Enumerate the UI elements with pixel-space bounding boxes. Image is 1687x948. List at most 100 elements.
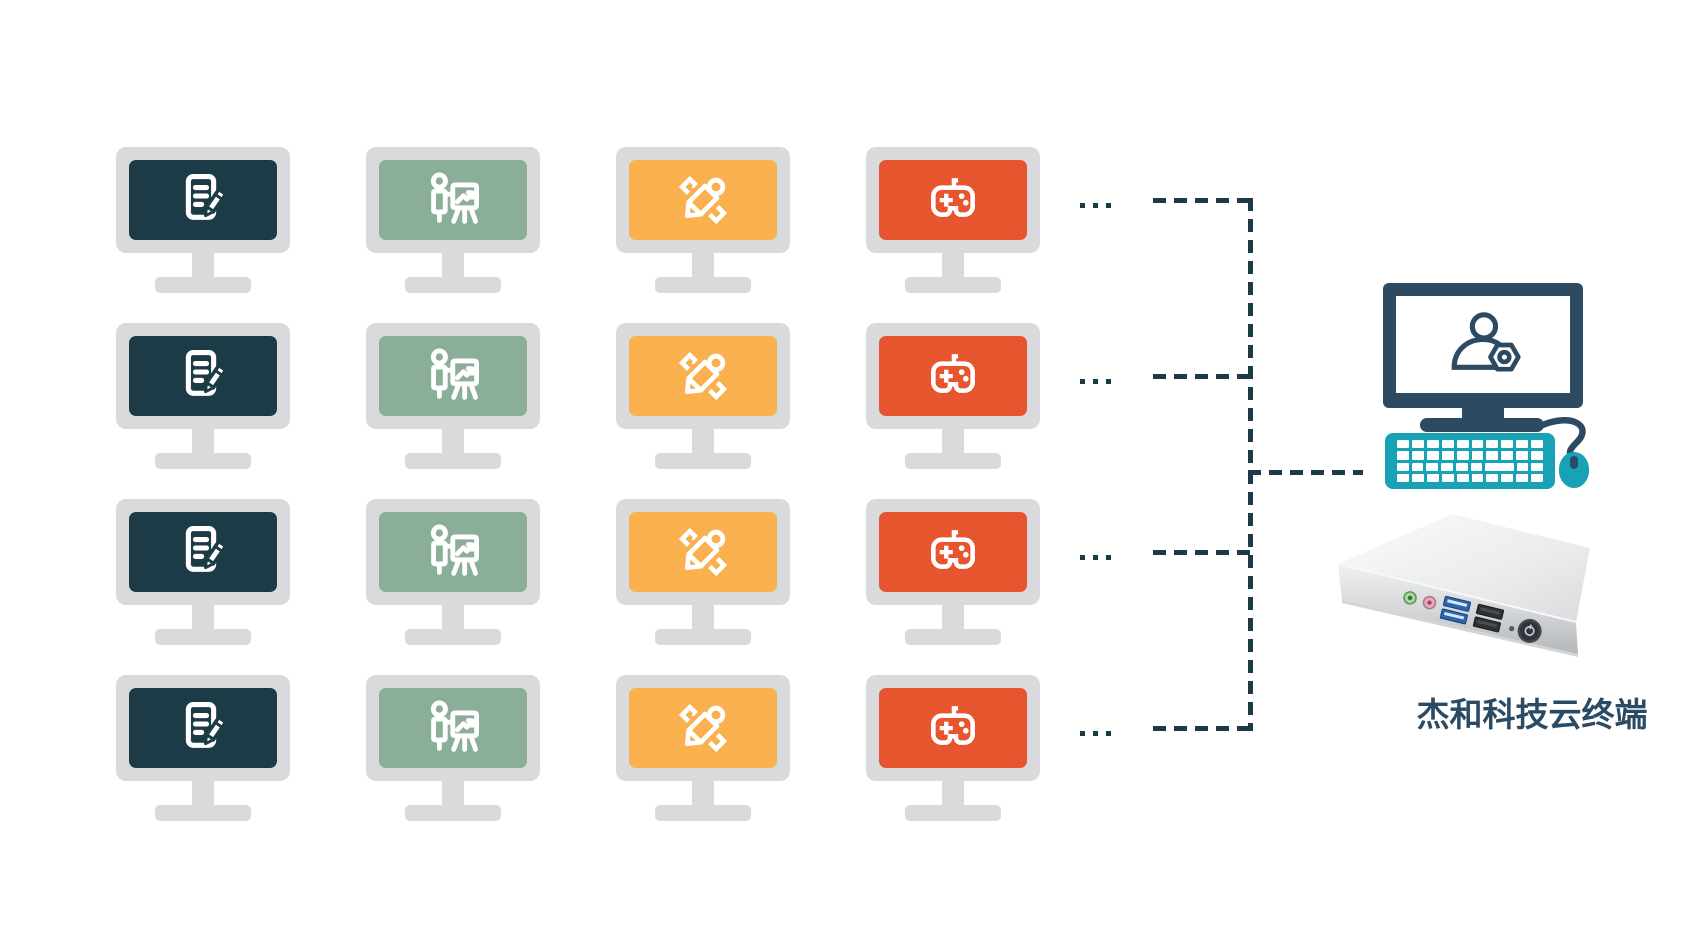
monitor-frame [116, 323, 290, 429]
ellipsis-dots-row4 [1080, 731, 1111, 736]
monitor-stand-base [905, 277, 1001, 293]
dashed-line-row3 [1153, 550, 1253, 555]
device-label: 杰和科技云终端 [1416, 696, 1648, 733]
monitor-frame [866, 499, 1040, 605]
mouse-scroll-wheel [1570, 456, 1578, 469]
keyboard-keys [1397, 440, 1544, 482]
key [1486, 440, 1499, 449]
dot [1093, 555, 1098, 560]
document-pencil-icon [172, 521, 234, 583]
device-top-face [1338, 514, 1590, 622]
monitor-stand-neck [942, 605, 964, 631]
ruler-pencil-icon [670, 167, 736, 233]
dot [1106, 203, 1111, 208]
presenter-chart-icon [419, 694, 487, 762]
reset-pinhole [1509, 626, 1515, 632]
dot [1080, 379, 1085, 384]
monitor-stand-neck [442, 253, 464, 279]
key [1397, 440, 1409, 449]
document-pencil-icon [172, 169, 234, 231]
dashed-line-vertical-bus [1248, 198, 1253, 731]
monitor-stand-base [655, 805, 751, 821]
monitor-screen [379, 160, 527, 240]
key [1441, 473, 1454, 482]
key [1516, 451, 1529, 460]
key-row [1397, 451, 1544, 460]
monitor-stand-neck [442, 429, 464, 455]
monitor-stand-base [405, 277, 501, 293]
key [1426, 440, 1439, 449]
key-row [1397, 462, 1544, 471]
key [1486, 473, 1499, 482]
ruler-pencil-icon [670, 519, 736, 585]
monitor-design-row4 [616, 675, 790, 821]
key [1411, 451, 1424, 460]
gamepad-icon [921, 696, 985, 760]
monitor-documents-row4 [116, 675, 290, 821]
monitor-presentation-row4 [366, 675, 540, 821]
monitor-stand-neck [192, 429, 214, 455]
key [1426, 451, 1439, 460]
key [1441, 440, 1454, 449]
key-row [1397, 440, 1544, 449]
monitor-frame [866, 323, 1040, 429]
monitor-stand-base [405, 629, 501, 645]
key [1426, 462, 1439, 471]
document-pencil-icon [172, 697, 234, 759]
cloud-terminal-device [1337, 514, 1590, 657]
key [1426, 473, 1439, 482]
dot [1080, 203, 1085, 208]
monitor-screen [629, 512, 777, 592]
dot [1093, 203, 1098, 208]
gamepad-icon [921, 344, 985, 408]
monitor-screen [629, 336, 777, 416]
key [1411, 462, 1424, 471]
dashed-line-to-host [1248, 470, 1363, 475]
key [1411, 440, 1424, 449]
monitor-screen [879, 336, 1027, 416]
monitor-frame [616, 675, 790, 781]
monitor-frame [866, 147, 1040, 253]
monitor-frame [116, 675, 290, 781]
ruler-pencil-icon [670, 695, 736, 761]
monitor-stand-neck [692, 605, 714, 631]
monitor-frame [366, 499, 540, 605]
monitor-stand-base [905, 805, 1001, 821]
presenter-chart-icon [419, 166, 487, 234]
monitor-design-row3 [616, 499, 790, 645]
host-monitor-stand-base [1420, 418, 1544, 432]
monitor-stand-base [655, 629, 751, 645]
monitor-stand-neck [442, 781, 464, 807]
monitor-gaming-row4 [866, 675, 1040, 821]
key [1456, 440, 1469, 449]
key [1456, 451, 1469, 460]
monitor-presentation-row1 [366, 147, 540, 293]
user-gear-icon [1440, 305, 1526, 385]
monitor-frame [366, 323, 540, 429]
monitor-stand-base [405, 805, 501, 821]
key [1516, 440, 1529, 449]
gamepad-icon [921, 520, 985, 584]
key [1516, 462, 1529, 471]
monitor-screen [629, 160, 777, 240]
key [1501, 473, 1514, 482]
key [1455, 462, 1468, 471]
key [1397, 473, 1409, 482]
monitor-stand-neck [942, 253, 964, 279]
monitor-stand-neck [442, 605, 464, 631]
monitor-gaming-row3 [866, 499, 1040, 645]
monitor-stand-base [155, 629, 251, 645]
monitor-screen [129, 512, 277, 592]
key [1397, 451, 1409, 460]
key [1441, 451, 1454, 460]
monitor-design-row2 [616, 323, 790, 469]
key [1516, 473, 1529, 482]
host-monitor-stand-neck [1462, 408, 1504, 420]
monitor-gaming-row2 [866, 323, 1040, 469]
monitor-stand-neck [192, 605, 214, 631]
presenter-chart-icon [419, 342, 487, 410]
dot [1106, 555, 1111, 560]
dashed-line-row2 [1153, 374, 1253, 379]
monitor-design-row1 [616, 147, 790, 293]
